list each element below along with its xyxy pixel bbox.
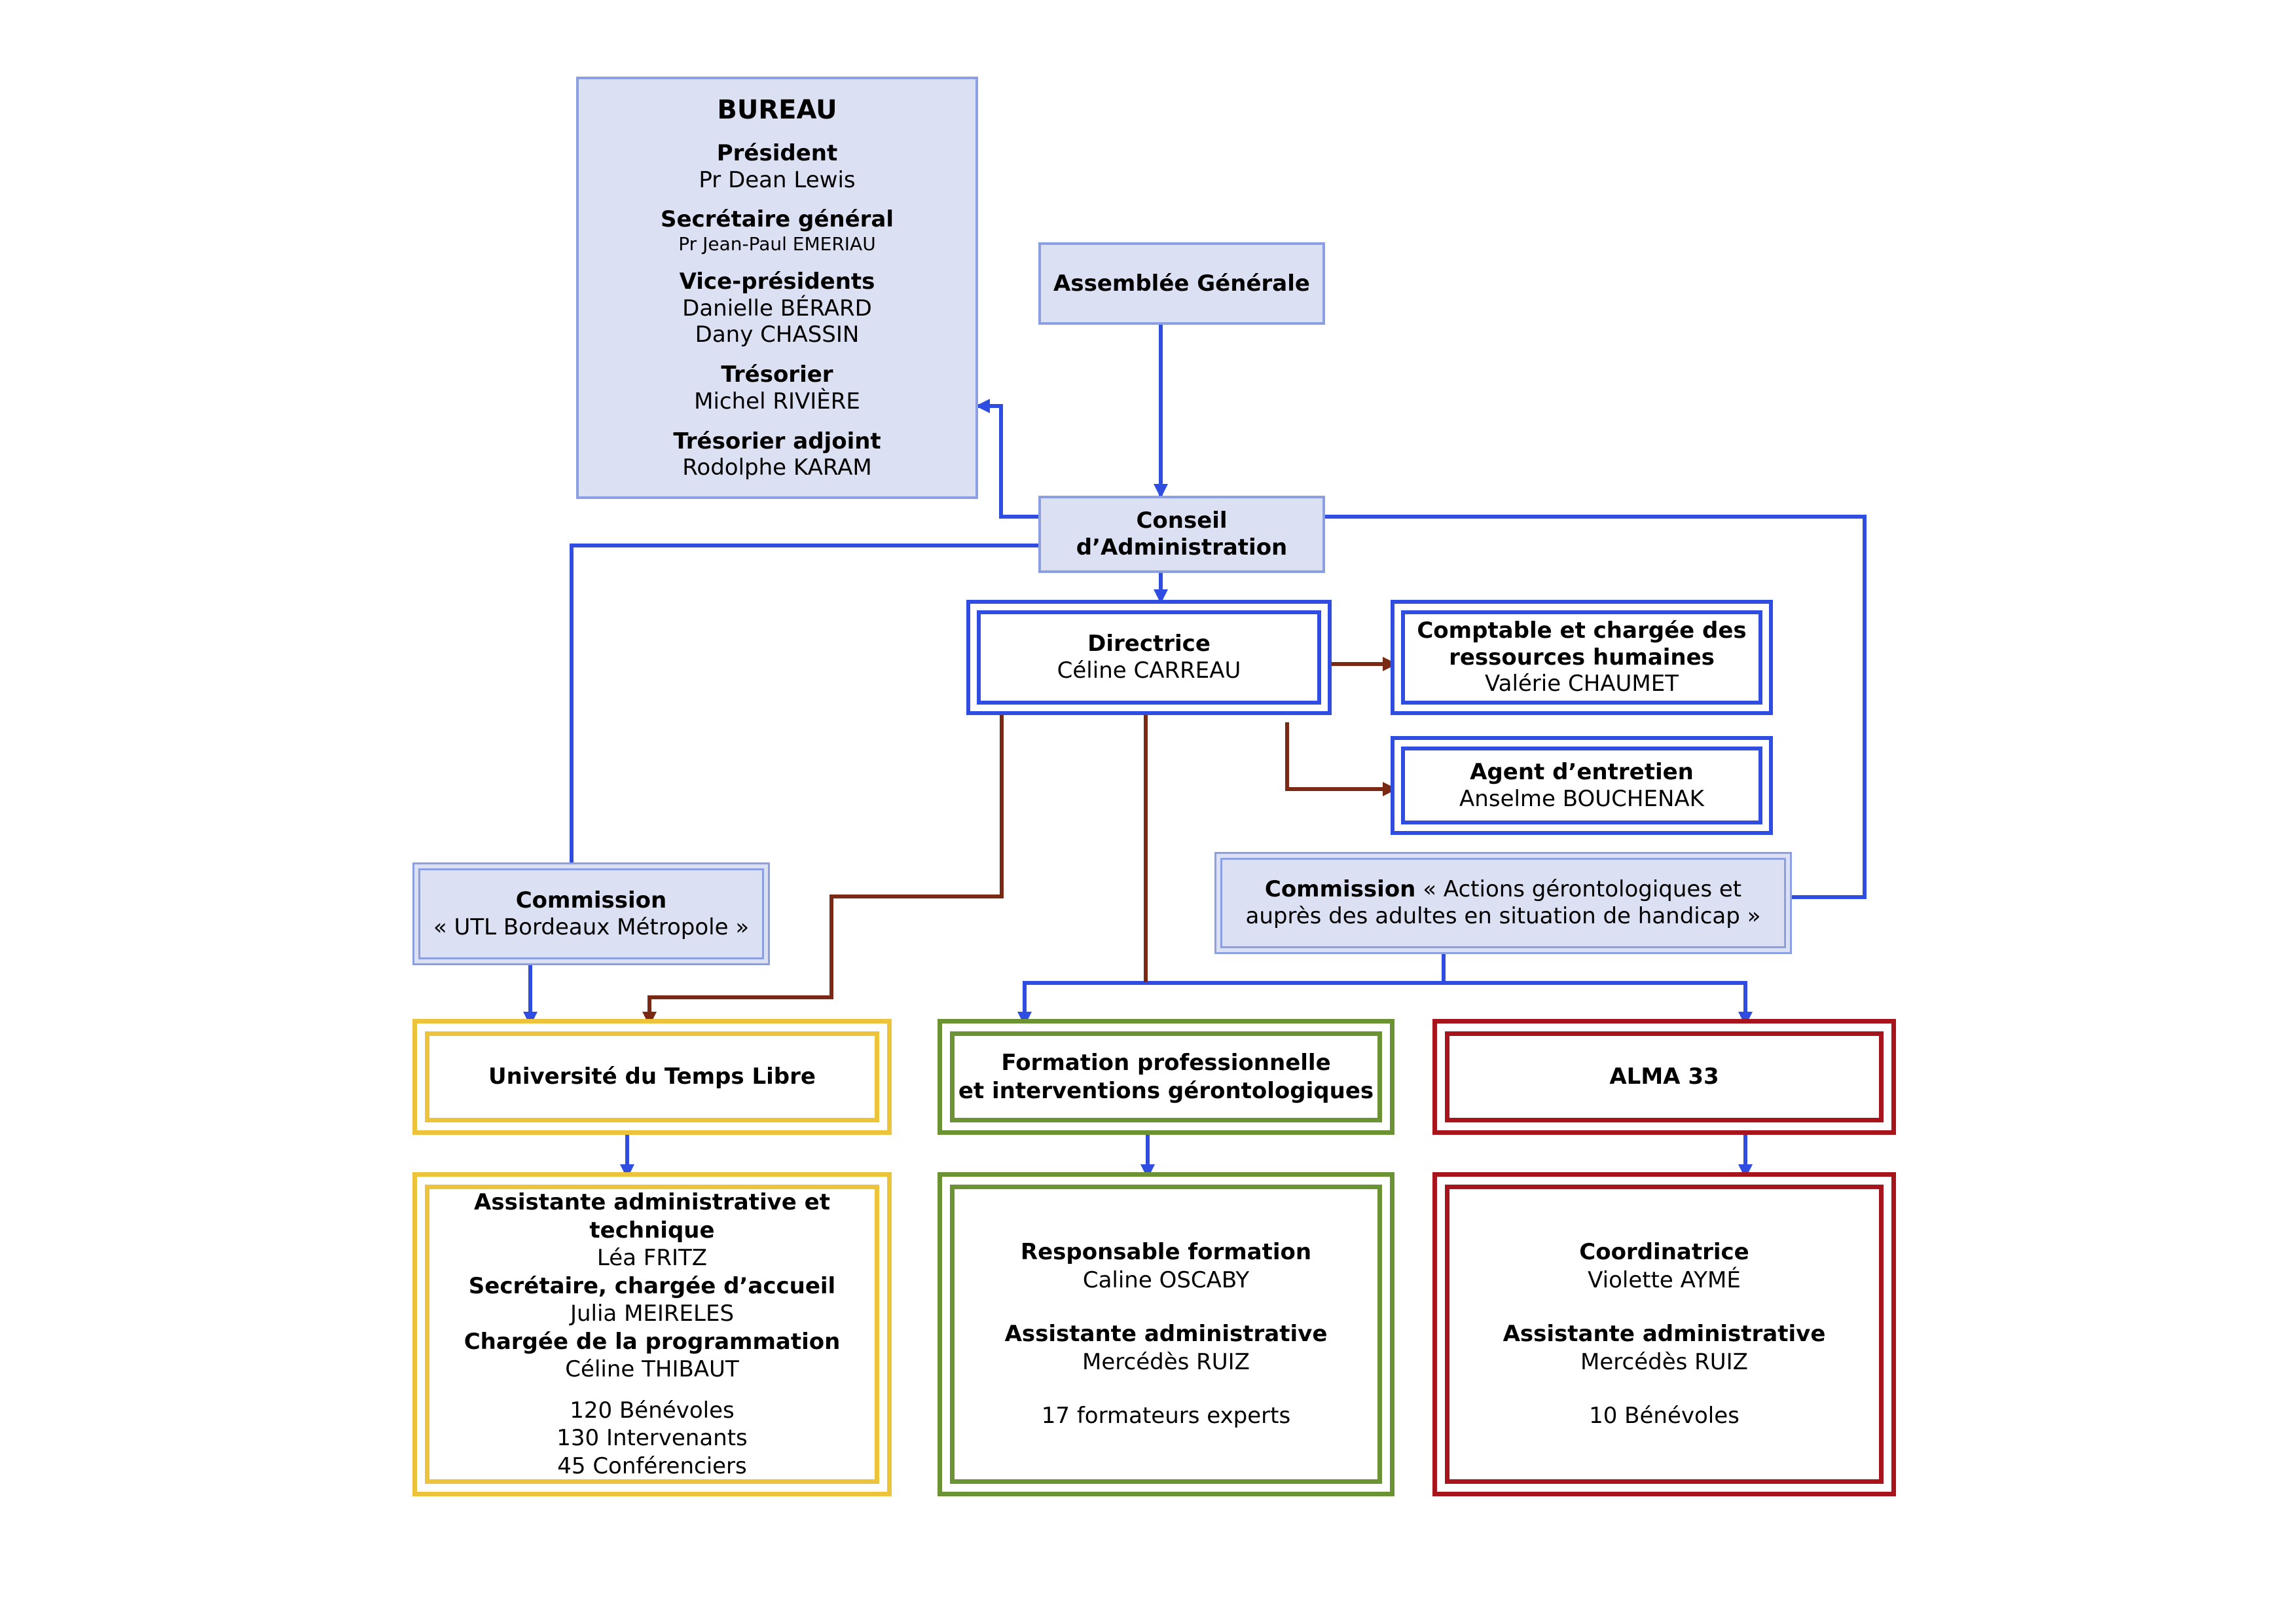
utl-role1: Assistante administrative et technique [474, 1189, 830, 1244]
line-directrice-agent [1285, 722, 1397, 796]
line-conseil-bureau [975, 399, 1038, 519]
formation-staff-box: Responsable formation Caline OSCABY Assi… [938, 1172, 1394, 1496]
formation-name1: Caline OSCABY [1082, 1266, 1250, 1293]
utl-count1: 120 Bénévoles [570, 1397, 735, 1424]
alma-staff-box: Coordinatrice Violette AYMÉ Assistante a… [1432, 1172, 1896, 1496]
formation-role1: Responsable formation [1020, 1239, 1312, 1266]
formation-title-line2: et interventions gérontologiques [958, 1077, 1374, 1104]
conseil-line2: d’Administration [1076, 534, 1288, 561]
alma-title: ALMA 33 [1609, 1063, 1719, 1090]
deputy-treasurer-role: Trésorier adjoint [673, 428, 881, 454]
alma-header-box: ALMA 33 [1432, 1019, 1896, 1135]
formation-count1: 17 formateurs experts [1041, 1403, 1291, 1430]
commission-geronto-text-line2: auprès des adultes en situation de handi… [1245, 903, 1761, 929]
agent-name: Anselme BOUCHENAK [1459, 785, 1704, 812]
president-role: Président [716, 139, 838, 166]
formation-title-line1: Formation professionnelle [1001, 1050, 1331, 1076]
agent-box: Agent d’entretien Anselme BOUCHENAK [1391, 736, 1773, 835]
commission-geronto-text-line1: « Actions gérontologiques et [1415, 876, 1742, 903]
conseil-line1: Conseil [1136, 507, 1228, 534]
conseil-box: Conseil d’Administration [1038, 496, 1325, 573]
utl-name3: Céline THIBAUT [565, 1356, 739, 1382]
bureau-box: BUREAU Président Pr Dean Lewis Secrétair… [576, 77, 978, 499]
alma-name1: Violette AYMÉ [1588, 1266, 1741, 1293]
directrice-name: Céline CARREAU [1057, 657, 1241, 684]
utl-name1: Léa FRITZ [596, 1245, 708, 1271]
commission-utl-text: « UTL Bordeaux Métropole » [433, 913, 750, 940]
commission-utl-box: Commission « UTL Bordeaux Métropole » [412, 862, 770, 965]
alma-role1: Coordinatrice [1579, 1239, 1749, 1266]
line-directrice-utl [642, 715, 1004, 1026]
line-commission-geronto-alma [1444, 981, 1753, 1026]
treasurer-name: Michel RIVIÈRE [694, 388, 860, 415]
agent-role: Agent d’entretien [1470, 758, 1694, 785]
treasurer-role: Trésorier [721, 361, 833, 388]
formation-name2: Mercédès RUIZ [1082, 1348, 1250, 1375]
utl-title: Université du Temps Libre [488, 1063, 816, 1090]
secretary-role: Secrétaire général [660, 206, 894, 233]
comptable-role-line1: Comptable et chargée des [1417, 617, 1747, 644]
alma-count1: 10 Bénévoles [1589, 1403, 1740, 1430]
assemblee-title: Assemblée Générale [1053, 270, 1310, 297]
formation-role2: Assistante administrative [1004, 1321, 1328, 1348]
utl-staff-box: Assistante administrative et technique L… [412, 1172, 892, 1496]
utl-name2: Julia MEIRELES [570, 1301, 735, 1327]
directrice-role: Directrice [1087, 631, 1211, 657]
vp-role: Vice-présidents [679, 268, 875, 295]
utl-count3: 45 Conférenciers [557, 1452, 747, 1479]
commission-utl-label: Commission [515, 887, 667, 913]
comptable-role-line2: ressources humaines [1449, 644, 1715, 671]
assemblee-box: Assemblée Générale [1038, 242, 1325, 325]
utl-role2: Secrétaire, chargée d’accueil [468, 1272, 836, 1299]
line-conseil-commission-utl [570, 544, 1038, 866]
deputy-treasurer-name: Rodolphe KARAM [682, 454, 872, 481]
utl-header-box: Université du Temps Libre [412, 1019, 892, 1135]
vp-name-2: Dany CHASSIN [695, 322, 860, 348]
formation-header-box: Formation professionnelle et interventio… [938, 1019, 1394, 1135]
bureau-title: BUREAU [717, 94, 837, 125]
commission-geronto-box: Commission « Actions gérontologiques et … [1214, 852, 1792, 954]
vp-name-1: Danielle BÉRARD [682, 295, 872, 322]
directrice-box: Directrice Céline CARREAU [966, 600, 1332, 715]
commission-geronto-label: Commission [1264, 876, 1416, 903]
line-conseil-commission-geronto [1325, 515, 1867, 899]
alma-name2: Mercédès RUIZ [1580, 1348, 1748, 1375]
president-name: Pr Dean Lewis [699, 166, 856, 193]
utl-role3: Chargée de la programmation [464, 1328, 841, 1355]
line-commission-geronto-split [1017, 954, 1446, 1026]
utl-count2: 130 Intervenants [556, 1425, 748, 1451]
secretary-name: Pr Jean-Paul EMERIAU [678, 233, 876, 255]
comptable-box: Comptable et chargée des ressources huma… [1391, 600, 1773, 715]
comptable-name: Valérie CHAUMET [1484, 671, 1679, 697]
alma-role2: Assistante administrative [1503, 1321, 1826, 1348]
